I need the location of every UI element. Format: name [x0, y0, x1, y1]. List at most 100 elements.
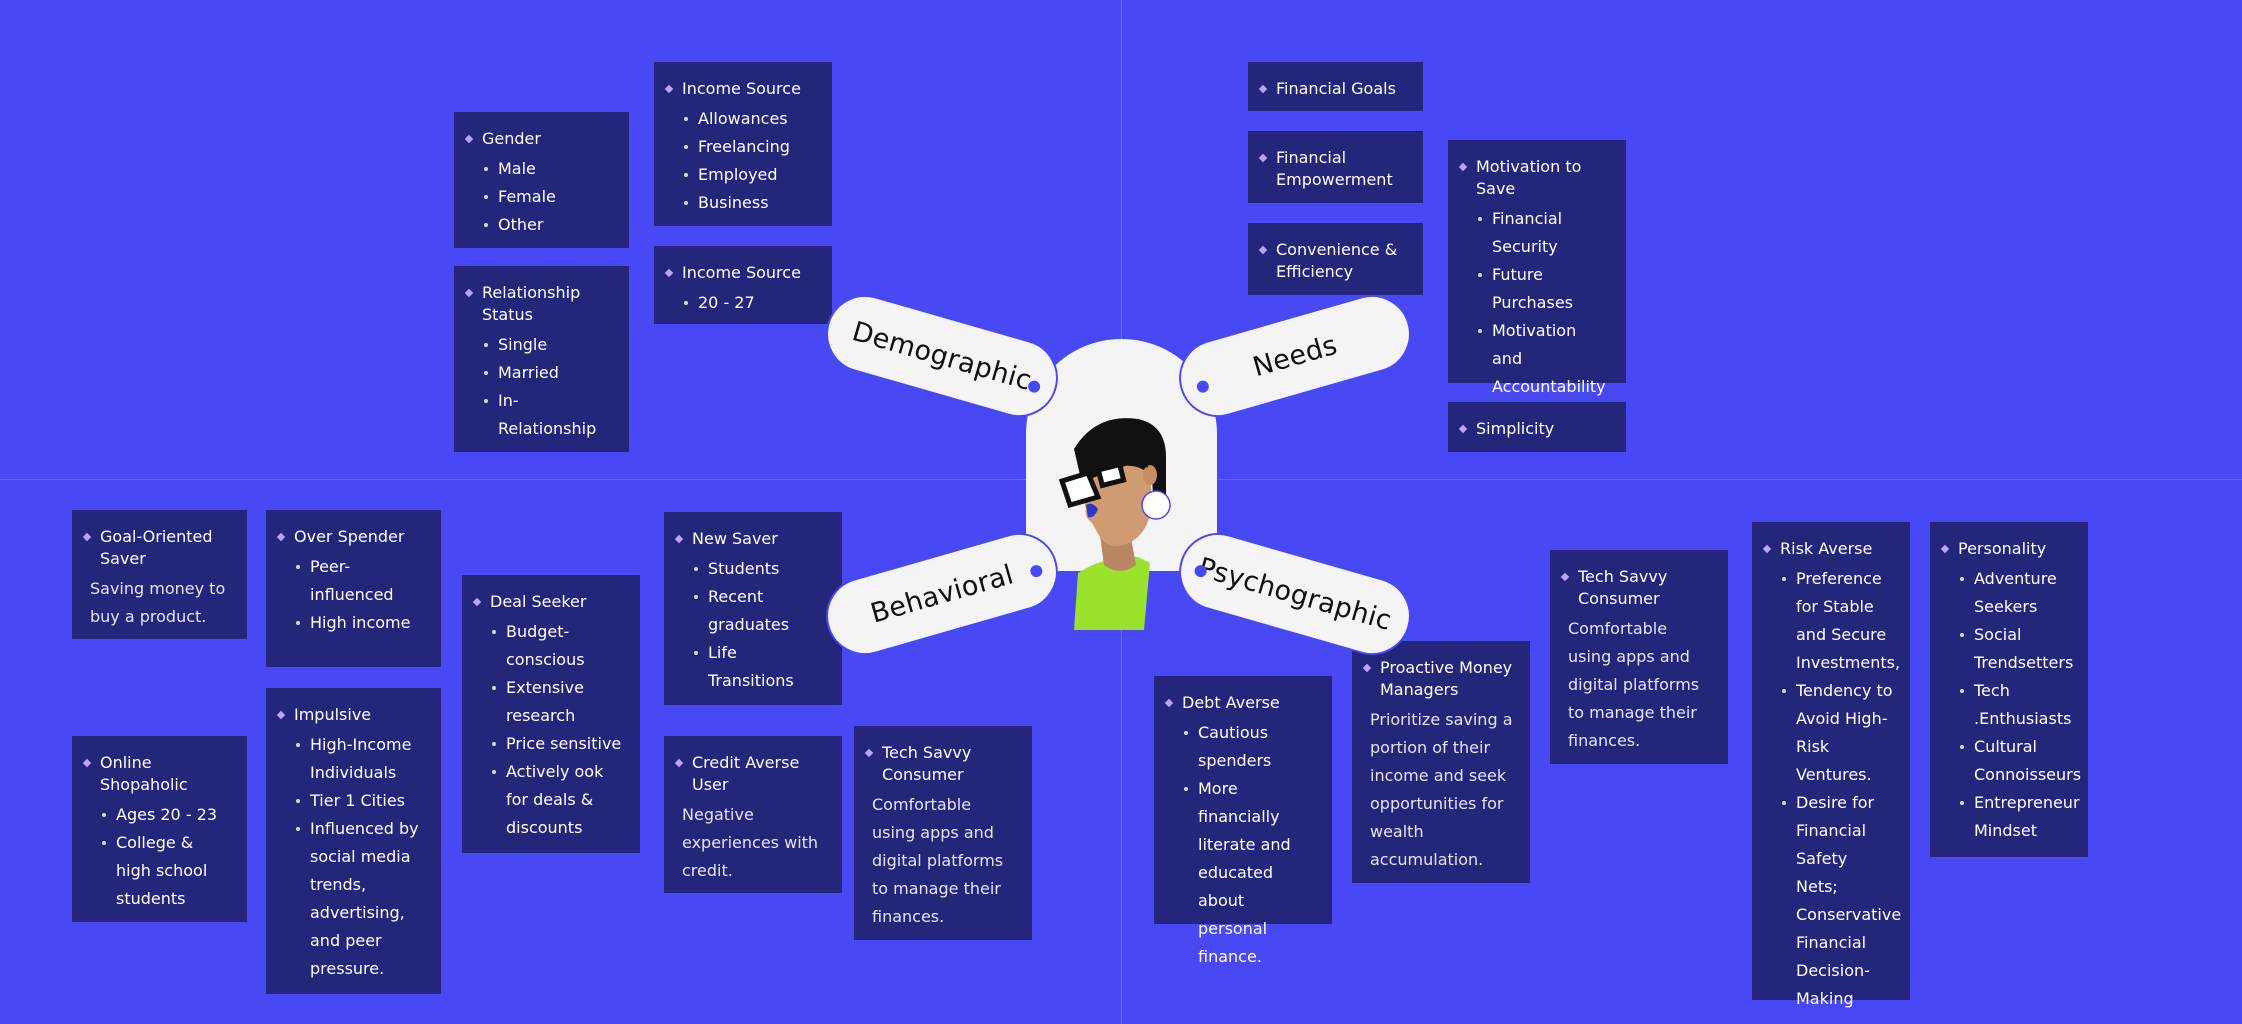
card-title: Deal Seeker [490, 588, 624, 615]
list-item: Social Trendsetters [1960, 621, 2073, 677]
card-motivation-to-save: Motivation to Save Financial Security Fu… [1448, 140, 1626, 396]
list-item: Actively ook for deals & discounts [492, 758, 624, 842]
list-item: Budget-conscious [492, 618, 624, 674]
card-simplicity: Simplicity [1448, 402, 1626, 452]
list-item: High-Income Individuals [296, 731, 425, 787]
persona-glasses-lens [1095, 461, 1127, 489]
list-item: Adventure Seekers [1960, 565, 2072, 621]
card-title: Convenience & Efficiency [1276, 236, 1407, 285]
list-item: Future Purchases [1478, 261, 1610, 317]
card-tech-savvy-consumer-psychographic: Tech Savvy Consumer Comfortable using ap… [1550, 550, 1728, 764]
card-title: Financial Empowerment [1276, 144, 1407, 193]
list-item: Life Transitions [694, 639, 826, 695]
card-convenience-efficiency: Convenience & Efficiency [1248, 223, 1423, 295]
list-item: Tech .Enthusiasts [1960, 677, 2072, 733]
card-title: Credit Averse User [692, 749, 826, 798]
list-item: Employed [684, 161, 816, 189]
persona-earring-hoop [1141, 490, 1171, 520]
card-deal-seeker: Deal Seeker Budget-conscious Extensive r… [462, 575, 640, 853]
list-item: Price sensitive [492, 730, 624, 758]
card-income-source-age: Income Source 20 - 27 [654, 246, 832, 324]
list-item: In-Relationship [484, 387, 613, 443]
card-description: Saving money to buy a product. [90, 579, 226, 626]
hub-label: Demographic [848, 315, 1036, 397]
card-impulsive: Impulsive High-Income Individuals Tier 1… [266, 688, 441, 994]
list-item: College & high school students [102, 829, 231, 913]
card-new-saver: New Saver Students Recent graduates Life… [664, 512, 842, 705]
list-item: Students [694, 555, 826, 583]
list-item: 20 - 27 [684, 289, 816, 317]
list-item: More financially literate and educated a… [1184, 775, 1316, 971]
list-item: Preference for Stable and Secure Investm… [1782, 565, 1900, 677]
list-item: Cautious spenders [1184, 719, 1316, 775]
list-item: Tier 1 Cities [296, 787, 425, 815]
card-credit-averse-user: Credit Averse User Negative experiences … [664, 736, 842, 893]
card-title: Simplicity [1476, 415, 1610, 442]
card-title: Income Source [682, 75, 816, 102]
list-item: Tendency to Avoid High-Risk Ventures. [1782, 677, 1894, 789]
list-item: High income [296, 609, 425, 637]
list-item: Married [484, 359, 613, 387]
list-item: Cultural Connoisseurs [1960, 733, 2081, 789]
list-item: Recent graduates [694, 583, 826, 639]
card-title: Risk Averse [1780, 535, 1894, 562]
card-financial-goals: Financial Goals [1248, 62, 1423, 111]
card-title: Relationship Status [482, 279, 613, 328]
hub-label: Behavioral [867, 558, 1017, 630]
list-item: Freelancing [684, 133, 816, 161]
card-title: Gender [482, 125, 613, 152]
list-item: Other [484, 211, 613, 239]
list-item: Financial Security [1478, 205, 1610, 261]
card-title: Over Spender [294, 523, 425, 550]
list-item: Ages 20 - 23 [102, 801, 231, 829]
card-relationship-status: Relationship Status Single Married In-Re… [454, 266, 629, 452]
card-personality: Personality Adventure Seekers Social Tre… [1930, 522, 2088, 857]
card-income-source: Income Source Allowances Freelancing Emp… [654, 62, 832, 226]
card-gender: Gender Male Female Other [454, 112, 629, 248]
card-tech-savvy-consumer-behavioral: Tech Savvy Consumer Comfortable using ap… [854, 726, 1032, 940]
card-risk-averse: Risk Averse Preference for Stable and Se… [1752, 522, 1910, 1008]
list-item: Entrepreneur Mindset [1960, 789, 2080, 845]
card-title: Income Source [682, 259, 816, 286]
card-description: Prioritize saving a portion of their inc… [1370, 710, 1513, 869]
persona-avatar [1058, 418, 1171, 630]
persona-lips [1086, 503, 1098, 518]
card-title: Impulsive [294, 701, 425, 728]
card-description: Comfortable using apps and digital platf… [872, 795, 1004, 926]
card-over-spender: Over Spender Peer-influenced High income [266, 510, 441, 667]
list-item: Motivation and Accountability [1478, 317, 1610, 401]
card-proactive-money-managers: Proactive Money Managers Prioritize savi… [1352, 641, 1530, 883]
list-item: Allowances [684, 105, 816, 133]
card-title: Goal-Oriented Saver [100, 523, 231, 572]
card-description: Comfortable using apps and digital platf… [1568, 619, 1700, 750]
card-title: Personality [1958, 535, 2072, 562]
list-item: Extensive research [492, 674, 624, 730]
card-title: Tech Savvy Consumer [1578, 563, 1712, 612]
list-item: Single [484, 331, 613, 359]
list-item: Influenced by social media trends, adver… [296, 815, 425, 983]
card-description: Negative experiences with credit. [682, 805, 819, 880]
card-title: Online Shopaholic [100, 749, 231, 798]
list-item: Male [484, 155, 613, 183]
list-item: Business [684, 189, 816, 217]
persona-glasses [1058, 469, 1102, 509]
connector-dot [1026, 379, 1042, 395]
card-title: Motivation to Save [1476, 153, 1610, 202]
persona-ear [1143, 465, 1157, 485]
list-item: Desire for Financial Safety Nets; Conser… [1782, 789, 1901, 1013]
list-item: Peer-influenced [296, 553, 425, 609]
list-item: Female [484, 183, 613, 211]
hub-label: Needs [1249, 329, 1341, 383]
card-title: Proactive Money Managers [1380, 654, 1514, 703]
card-debt-averse: Debt Averse Cautious spenders More finan… [1154, 676, 1332, 966]
persona-shirt [1074, 556, 1150, 630]
persona-bangs [1074, 433, 1104, 475]
connector-dot [1195, 379, 1211, 395]
card-title: Debt Averse [1182, 689, 1316, 716]
card-financial-empowerment: Financial Empowerment [1248, 131, 1423, 203]
card-goal-oriented-saver: Goal-Oriented Saver Saving money to buy … [72, 510, 247, 639]
card-title: Financial Goals [1276, 75, 1407, 102]
card-title: New Saver [692, 525, 826, 552]
card-online-shopaholic: Online Shopaholic Ages 20 - 23 College &… [72, 736, 247, 922]
card-title: Tech Savvy Consumer [882, 739, 1016, 788]
